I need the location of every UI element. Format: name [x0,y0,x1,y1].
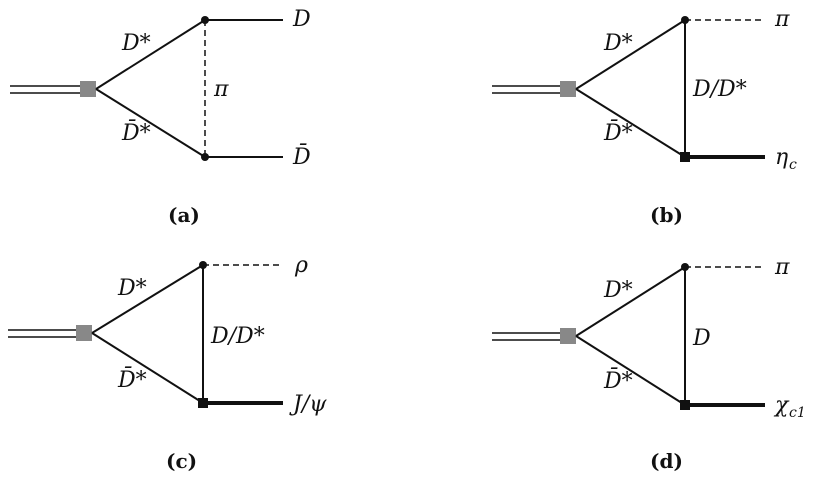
vertex-square [680,152,690,162]
upper-internal-label: D* [603,278,633,303]
out-bottom-label: η [775,145,788,170]
caption-c: (c) [166,449,197,473]
upper-propagator [91,264,204,334]
out-top-label: ρ [294,253,308,278]
upper-internal-label: D* [603,31,633,56]
out-bottom-label: χ [773,393,790,418]
diagram-d: D* D̄* D π χ c1 (d) [492,255,806,473]
source-vertex-box [560,328,576,344]
out-bottom-label: J/ψ [289,392,327,417]
source-vertex-box [560,81,576,97]
exchange-label: D/D* [692,77,747,102]
out-top-label: π [774,7,790,32]
source-vertex-box [76,325,92,341]
upper-propagator [575,266,686,337]
lower-propagator [91,332,204,404]
vertex-dot [201,153,209,161]
diagram-c: D* D̄* D/D* ρ J/ψ (c) [8,253,327,473]
exchange-label: π [213,77,229,102]
lower-propagator [575,335,686,406]
caption-b: (b) [650,203,683,227]
lower-internal-label: D̄* [603,367,633,394]
upper-propagator [95,19,206,90]
lower-propagator [95,88,206,158]
vertex-dot [199,261,207,269]
vertex-square [680,400,690,410]
upper-internal-label: D* [117,276,147,301]
vertex-square [198,398,208,408]
out-top-label: D [292,7,311,32]
diagram-a: D* D̄* π D D̄ (a) [10,7,311,227]
vertex-dot [681,263,689,271]
out-bottom-label: D̄ [292,143,311,170]
lower-internal-label: D̄* [121,119,151,146]
lower-internal-label: D̄* [603,119,633,146]
lower-propagator [575,88,686,158]
exchange-label: D [692,326,711,351]
exchange-label: D/D* [210,324,265,349]
out-bottom-subscript: c1 [789,405,806,421]
out-top-label: π [774,255,790,280]
source-vertex-box [80,81,96,97]
caption-d: (d) [650,449,683,473]
diagram-b: D* D̄* D/D* π η c (b) [492,7,797,227]
out-bottom-subscript: c [789,157,797,173]
vertex-dot [681,16,689,24]
upper-internal-label: D* [121,31,151,56]
lower-internal-label: D̄* [117,366,147,393]
vertex-dot [201,16,209,24]
upper-propagator [575,19,686,90]
caption-a: (a) [168,203,200,227]
